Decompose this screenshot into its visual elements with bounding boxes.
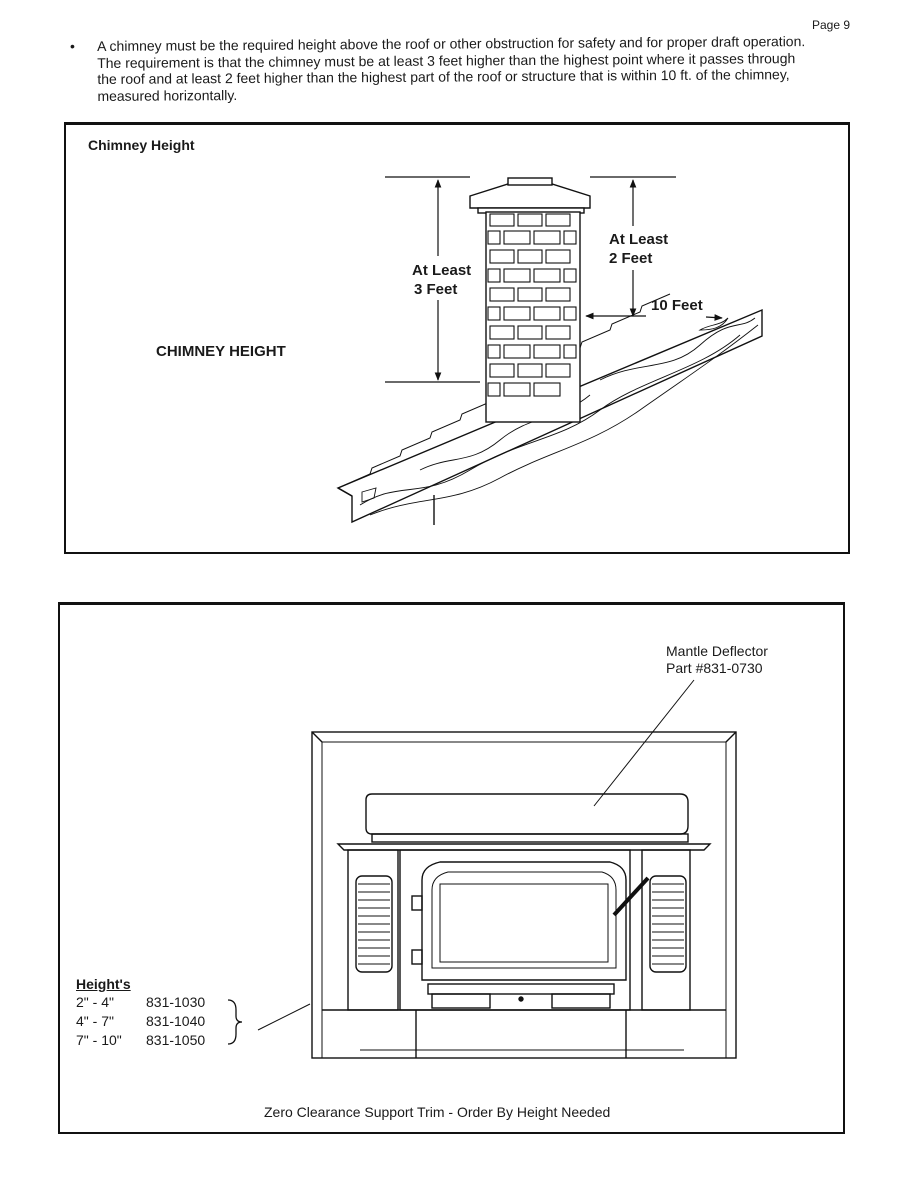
heights-row: 4" - 7" 831-1040 xyxy=(76,1013,205,1029)
chimney-figure-frame xyxy=(64,122,850,554)
dim-3ft-line1: At Least xyxy=(412,262,472,279)
height-part-number: 831-1050 xyxy=(146,1032,206,1048)
dim-2ft-line1: At Least xyxy=(609,231,669,248)
fireplace-caption: Zero Clearance Support Trim - Order By H… xyxy=(264,1104,611,1120)
chimney-illustration xyxy=(469,177,591,423)
page-number: Page 9 xyxy=(812,18,851,32)
dim-2ft-line2: 2 Feet xyxy=(609,250,653,267)
dim-3ft-line2: 3 Feet xyxy=(414,281,458,298)
fireplace-illustration xyxy=(58,679,737,1130)
chimney-height-label: CHIMNEY HEIGHT xyxy=(156,343,286,360)
height-range: 7" - 10" xyxy=(76,1032,122,1048)
dim-10ft-label: 10 Feet xyxy=(651,297,703,314)
bullet-marker: • xyxy=(70,38,75,54)
fireplace-figure-frame xyxy=(58,602,845,1134)
height-range: 2" - 4" xyxy=(76,994,114,1010)
heights-row: 7" - 10" 831-1050 xyxy=(76,1032,205,1048)
mantle-line1: Mantle Deflector xyxy=(666,643,768,659)
dim-3ft-label: At Least 3 Feet xyxy=(412,261,471,299)
mantle-line2: Part #831-0730 xyxy=(666,660,763,676)
heights-row: 2" - 4" 831-1030 xyxy=(76,994,205,1010)
height-part-number: 831-1030 xyxy=(146,994,206,1010)
height-range: 4" - 7" xyxy=(76,1013,114,1029)
dim-2ft-label: At Least 2 Feet xyxy=(609,230,668,268)
height-part-number: 831-1040 xyxy=(146,1013,206,1029)
dimension-lines xyxy=(385,176,723,383)
chimney-figure-title: Chimney Height xyxy=(88,137,195,153)
mantle-deflector-callout: Mantle Deflector Part #831-0730 xyxy=(666,643,768,677)
heights-title: Height's xyxy=(76,976,131,992)
